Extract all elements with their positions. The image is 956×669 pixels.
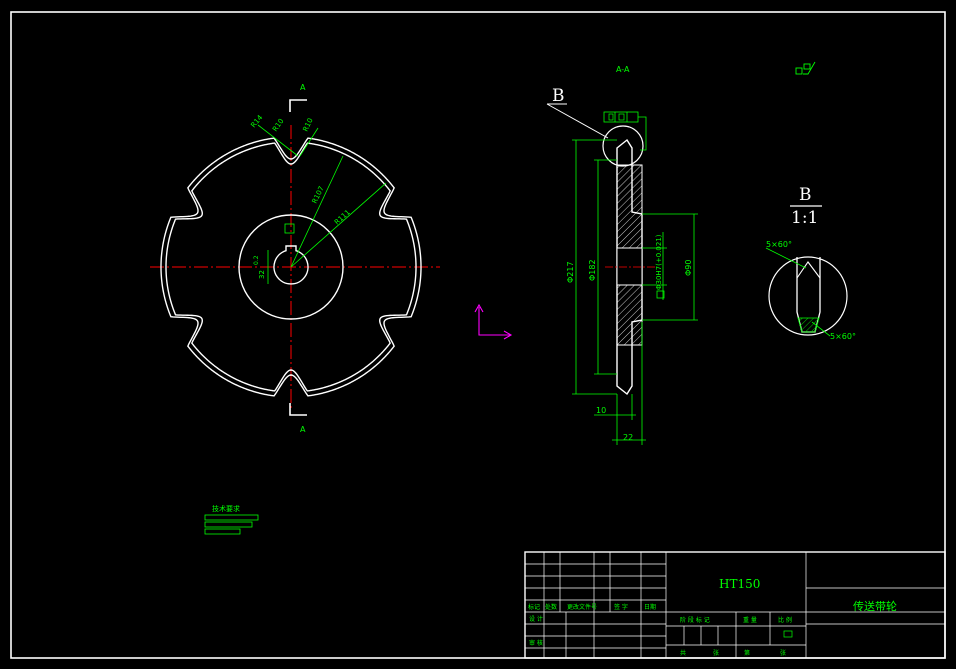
chamfer-leader-top [765,247,807,269]
section-label-bottom: A [300,425,306,434]
ucs-axis-icon [474,303,513,340]
detail-view-b: B 1:1 5×60° 5×60° [765,185,856,341]
tb-bottom-2: 第 [744,649,750,657]
tb-header-4: 日期 [644,603,656,611]
side-dimensions [572,139,698,445]
detail-circle-b [602,125,644,167]
tb-bottom-3: 张 [780,649,786,657]
front-view: A A R14 R10 R10 R107 R111 32 0.2 [150,83,440,434]
surface-roughness-icon [795,61,816,75]
part-name-label: 传送带轮 [853,599,897,613]
side-top-label: A-A [616,65,630,74]
side-view: A-A B [546,65,698,445]
dim-hub-2: 0.2 [253,255,260,265]
dim-w22: 22 [623,433,633,442]
drawing-border [10,11,946,659]
hub-circle [238,214,344,320]
tech-requirements-heading: 技术要求 [212,504,240,513]
tb-header-3: 签 字 [614,603,628,611]
section-label-top: A [300,83,306,92]
tech-line-3 [204,528,241,535]
material-label: HT150 [719,577,760,591]
tech-requirements: 技术要求 [204,504,259,535]
leader-r107 [290,155,344,268]
bore-keyway [273,245,309,285]
detail-b-label: B [552,86,565,106]
tech-line-1 [204,514,259,521]
bore-gap [616,247,643,286]
dim-d90: Φ90 [684,260,693,276]
dim-r-tip-1: R14 [249,113,264,129]
dim-hub-1: 32 [258,270,266,279]
key-tolerance-frame [284,223,295,234]
scale-box [783,630,793,638]
dim-r111: R111 [333,208,352,226]
leader-r-tip-2 [299,127,319,157]
detail-hatch [797,317,820,333]
detail-scale: 1:1 [791,208,818,228]
tech-line-2 [204,521,253,528]
tb-mid-header-0: 阶 段 标 记 [680,616,710,624]
tb-bottom-0: 共 [680,649,686,657]
outer-profile-outer [160,137,422,397]
tb-mid-header-2: 比 例 [778,616,792,624]
tb-row-design: 设 计 [529,615,543,623]
dim-w10: 10 [596,406,606,415]
hatch-section-lower [616,284,643,346]
tb-bottom-1: 张 [713,649,719,657]
section-mark-bottom [289,403,307,416]
tb-row-review: 审 核 [529,639,543,647]
section-mark-top [289,99,307,112]
detail-tip-chamfer [796,261,821,279]
tb-header-1: 处数 [545,603,557,611]
detail-circle [768,256,848,336]
dim-d182: Φ182 [588,259,597,281]
hatch-section-upper [616,164,643,249]
leader-r111 [290,182,387,268]
bore-tolerance-box [656,290,665,299]
dim-r-tip-2: R10 [271,117,285,133]
dim-r-tip-3: R10 [302,117,315,133]
detail-title-label: B [799,185,812,205]
tb-header-2: 更改文件号 [567,603,597,611]
dim-r107: R107 [311,185,326,205]
leader-r-tip [257,124,299,157]
dim-d217: Φ217 [566,261,575,283]
chamfer-leader-bottom [811,321,831,337]
detail-b-leader [546,103,609,139]
chamfer-label-top: 5×60° [766,240,792,249]
geometric-tolerance-icon [603,111,647,151]
title-block: HT150 传送带轮 标记 处数 更改文件号 签 字 日期 设 计 审 核 阶 … [524,551,946,659]
dim-d30: Φ30H7(+0.021) [655,234,663,290]
tb-header-0: 标记 [528,603,540,611]
chamfer-label-bottom: 5×60° [830,332,856,341]
tb-mid-header-1: 重 量 [743,616,757,624]
outer-profile-inner [165,142,417,392]
